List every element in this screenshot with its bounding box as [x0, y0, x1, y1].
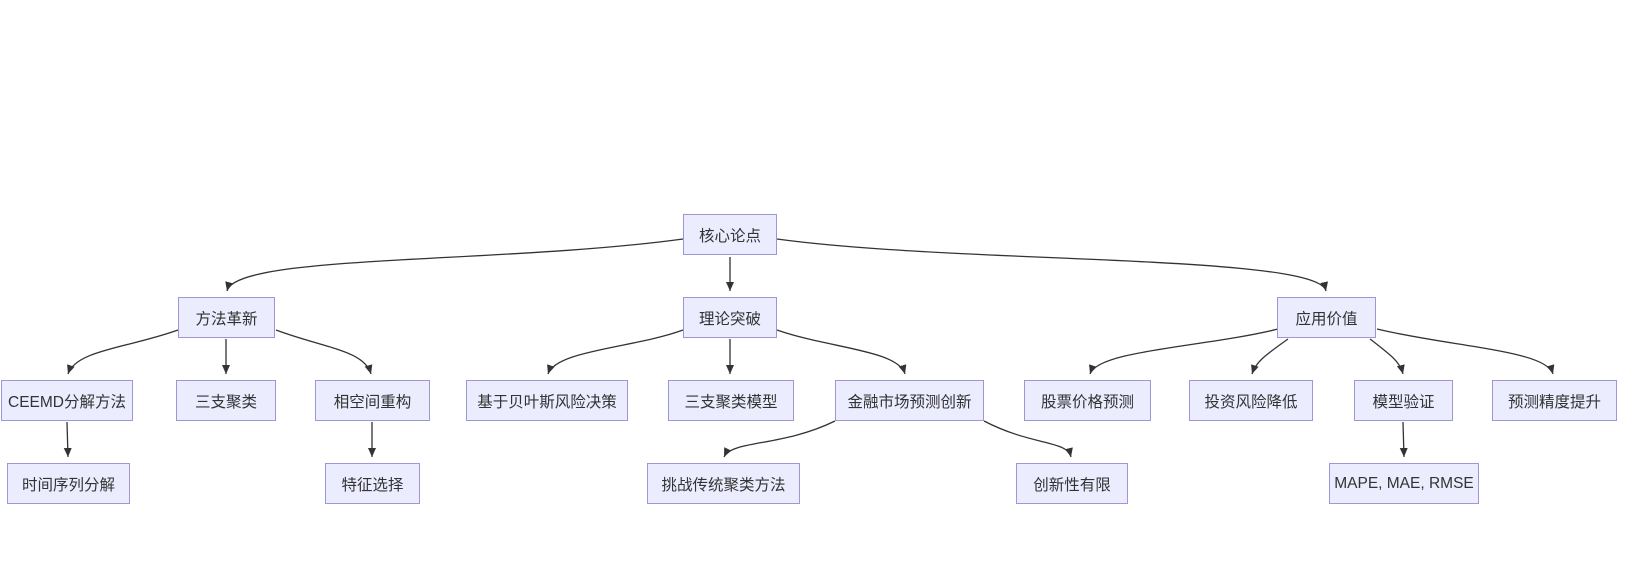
- node-mape: MAPE, MAE, RMSE: [1329, 463, 1479, 504]
- node-value: 应用价值: [1277, 297, 1376, 338]
- node-limited-label: 创新性有限: [1033, 476, 1111, 494]
- node-challenge-label: 挑战传统聚类方法: [661, 476, 786, 494]
- node-stock: 股票价格预测: [1024, 380, 1151, 421]
- node-ceemd: CEEMD分解方法: [1, 380, 133, 421]
- edge-method-ceemd: [67, 329, 179, 375]
- node-feature-label: 特征选择: [341, 476, 404, 494]
- node-bayes-label: 基于贝叶斯风险决策: [477, 393, 617, 411]
- node-accuracy-label: 预测精度提升: [1507, 393, 1601, 411]
- edge-method-phase: [275, 329, 373, 375]
- edge-theory-finance: [776, 329, 907, 375]
- node-value-label: 应用价值: [1295, 310, 1358, 328]
- node-limited: 创新性有限: [1016, 463, 1128, 504]
- edge-model-mape: [1399, 421, 1408, 458]
- node-ceemd-label: CEEMD分解方法: [8, 393, 126, 411]
- edge-root-method: [225, 238, 684, 292]
- node-accuracy: 预测精度提升: [1492, 380, 1617, 421]
- node-bayes: 基于贝叶斯风险决策: [466, 380, 628, 421]
- node-tsdecomp: 时间序列分解: [7, 463, 130, 504]
- edge-ceemd-tsdecomp: [63, 421, 72, 458]
- node-finance-label: 金融市场预测创新: [847, 393, 972, 411]
- edge-theory-bayes: [547, 329, 684, 375]
- node-theory-label: 理论突破: [698, 310, 761, 328]
- node-model: 模型验证: [1354, 380, 1453, 421]
- node-risk: 投资风险降低: [1189, 380, 1313, 421]
- node-stock-label: 股票价格预测: [1040, 393, 1134, 411]
- node-method-label: 方法革新: [195, 310, 258, 328]
- node-risk-label: 投资风险降低: [1204, 393, 1298, 411]
- node-twcmodel: 三支聚类模型: [668, 380, 794, 421]
- edge-finance-limited: [983, 420, 1073, 458]
- edge-root-value: [776, 238, 1328, 292]
- edge-value-model: [1369, 338, 1405, 375]
- node-root-label: 核心论点: [698, 227, 761, 245]
- edge-value-accuracy: [1376, 328, 1555, 375]
- node-finance: 金融市场预测创新: [835, 380, 984, 421]
- node-model-label: 模型验证: [1372, 393, 1435, 411]
- edge-finance-challenge: [723, 420, 836, 458]
- node-phase: 相空间重构: [315, 380, 430, 421]
- node-feature: 特征选择: [325, 463, 420, 504]
- node-root: 核心论点: [683, 214, 777, 255]
- node-threeway: 三支聚类: [176, 380, 276, 421]
- edge-value-stock: [1089, 328, 1279, 375]
- node-twcmodel-label: 三支聚类模型: [684, 393, 778, 411]
- node-method: 方法革新: [178, 297, 275, 338]
- node-phase-label: 相空间重构: [333, 393, 412, 411]
- node-tsdecomp-label: 时间序列分解: [21, 476, 115, 494]
- node-threeway-label: 三支聚类: [194, 393, 257, 411]
- edge-value-risk: [1251, 338, 1289, 375]
- node-challenge: 挑战传统聚类方法: [647, 463, 800, 504]
- node-theory: 理论突破: [683, 297, 777, 338]
- node-mape-label: MAPE, MAE, RMSE: [1334, 474, 1474, 492]
